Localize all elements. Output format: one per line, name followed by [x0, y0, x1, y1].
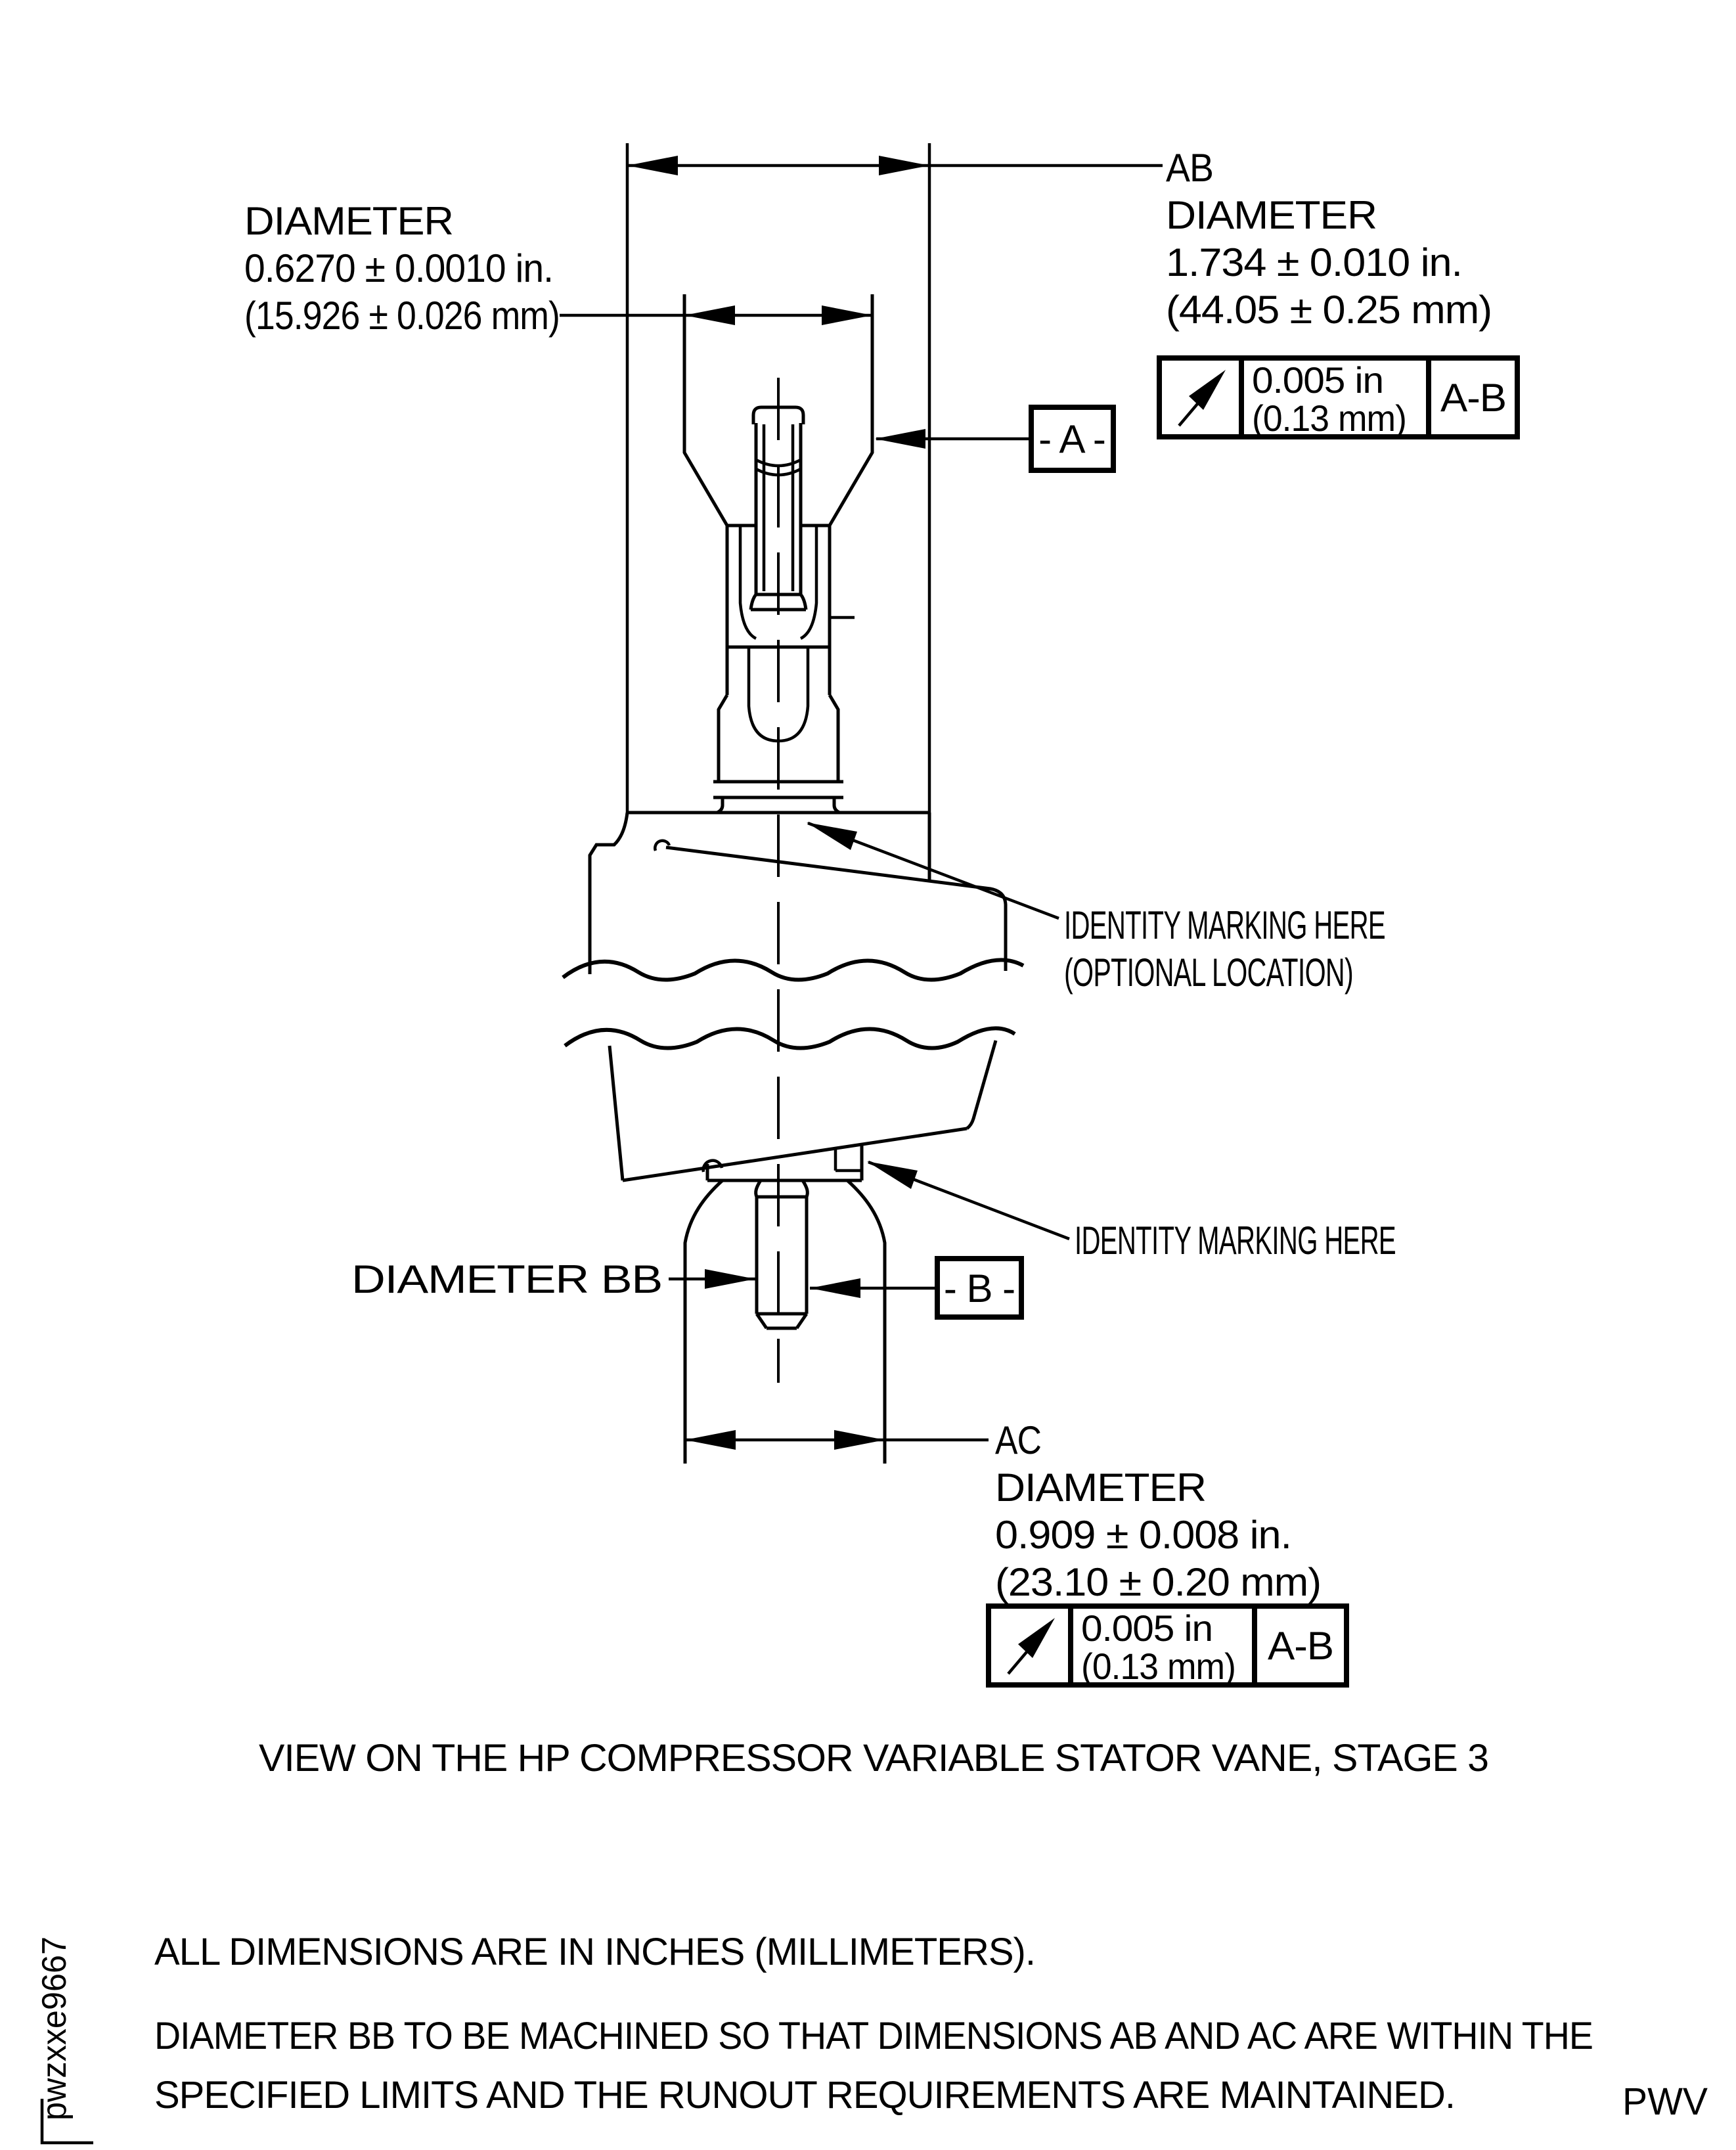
ac-word: AC	[995, 1418, 1041, 1462]
ab-diameter-word: DIAMETER	[1166, 193, 1377, 237]
view-caption: VIEW ON THE HP COMPRESSOR VARIABLE STATO…	[259, 1737, 1488, 1780]
fcf-ab-datum: A-B	[1440, 376, 1506, 420]
arrowhead-icon	[807, 822, 857, 850]
fcf-ab-value-in: 0.005 in	[1252, 359, 1383, 401]
fcf-ac-value-in: 0.005 in	[1081, 1607, 1213, 1649]
arrowhead-right-icon	[822, 305, 872, 325]
datum-b-flag: - B -	[935, 1256, 1024, 1320]
arrowhead-icon	[810, 1278, 860, 1298]
ab-mm: (44.05 ± 0.25 mm)	[1166, 288, 1492, 332]
runout-arrow-icon	[1178, 370, 1226, 427]
ac-inches: 0.909 ± 0.008 in.	[995, 1513, 1291, 1557]
page-code: PWV	[1622, 2080, 1708, 2123]
arrowhead-icon	[705, 1269, 755, 1289]
identity-optional-leader	[807, 821, 1059, 920]
vane-lower-outline	[608, 1040, 998, 1182]
label-diameter-ab: AB DIAMETER 1.734 ± 0.010 in. (44.05 ± 0…	[1166, 146, 1492, 332]
feature-control-frame-ac: 0.005 in (0.13 mm) A-B	[986, 1603, 1349, 1688]
arrowhead-left-icon	[684, 305, 735, 325]
datum-b-label: - B -	[944, 1266, 1015, 1310]
dimension-ac	[685, 1430, 989, 1450]
watermark-bracket-icon	[40, 2099, 93, 2145]
ab-inches: 1.734 ± 0.010 in.	[1166, 240, 1462, 284]
diameter-bb-leader	[669, 1269, 755, 1289]
note-units: ALL DIMENSIONS ARE IN INCHES (MILLIMETER…	[154, 1931, 1035, 1973]
datum-a-label: - A -	[1038, 417, 1105, 461]
ac-mm: (23.10 ± 0.20 mm)	[995, 1560, 1321, 1604]
datum-a-flag: - A -	[1029, 405, 1116, 473]
arrowhead-left-icon	[627, 156, 678, 175]
datum-b-leader	[810, 1278, 937, 1298]
fcf-ac-value-mm: (0.13 mm)	[1081, 1646, 1235, 1687]
label-diameter-0627: DIAMETER 0.6270 ± 0.0010 in. (15.926 ± 0…	[244, 199, 560, 338]
dimension-ab	[625, 143, 1163, 813]
diameter-0627-word: DIAMETER	[244, 199, 453, 243]
label-identity: IDENTITY MARKING HERE	[1075, 1219, 1396, 1263]
identity-optional-line1: IDENTITY MARKING HERE	[1064, 903, 1385, 947]
fcf-ab-value-mm: (0.13 mm)	[1252, 397, 1406, 439]
label-diameter-bb: DIAMETER BB	[351, 1257, 662, 1301]
identity-leader	[867, 1160, 1070, 1241]
arrowhead-icon	[867, 1161, 918, 1189]
fcf-ac-datum: A-B	[1268, 1624, 1333, 1668]
identity-optional-line2: (OPTIONAL LOCATION)	[1064, 951, 1353, 995]
diameter-0627-inches: 0.6270 ± 0.0010 in.	[244, 246, 553, 290]
arrowhead-right-icon	[834, 1430, 885, 1450]
runout-arrow-icon	[1007, 1618, 1055, 1675]
datum-a-leader	[875, 429, 1031, 449]
arrowhead-icon	[875, 429, 925, 449]
label-diameter-ac: AC DIAMETER 0.909 ± 0.008 in. (23.10 ± 0…	[995, 1418, 1322, 1604]
note-machining-line1: DIAMETER BB TO BE MACHINED SO THAT DIMEN…	[154, 2015, 1593, 2057]
feature-control-frame-ab: 0.005 in (0.13 mm) A-B	[1157, 355, 1520, 439]
label-identity-optional: IDENTITY MARKING HERE (OPTIONAL LOCATION…	[1064, 903, 1386, 995]
ab-word: AB	[1166, 146, 1213, 190]
arrowhead-left-icon	[685, 1430, 736, 1450]
ac-diameter-word: DIAMETER	[995, 1466, 1206, 1510]
break-lines	[562, 958, 1025, 1050]
note-machining-line2: SPECIFIED LIMITS AND THE RUNOUT REQUIREM…	[154, 2074, 1455, 2116]
arrowhead-right-icon	[879, 156, 929, 175]
watermark-text: pwzxxe9667	[35, 1937, 74, 2120]
vane-platform-outline	[588, 811, 1008, 974]
watermark-code: pwzxxe9667	[35, 1937, 93, 2145]
diameter-0627-mm: (15.926 ± 0.026 mm)	[244, 294, 560, 338]
identity-line: IDENTITY MARKING HERE	[1075, 1219, 1396, 1263]
vane-upper-spindle-outline	[682, 294, 874, 815]
lower-spindle-outline	[683, 1179, 887, 1464]
dimension-0627	[560, 305, 872, 325]
